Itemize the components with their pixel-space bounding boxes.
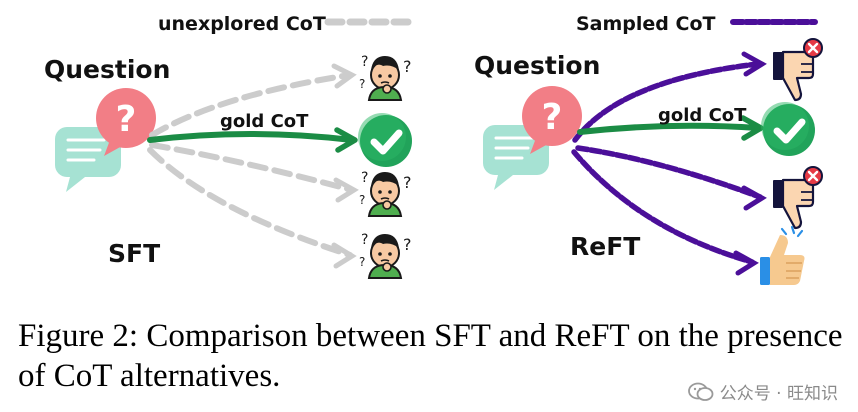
sft-method-label: SFT: [108, 239, 160, 268]
reft-thumbs-down-icon-2: [773, 167, 822, 228]
reft-question-bubble-icon: ?: [483, 86, 582, 190]
sft-thinking-person-icon-2: ? ? ?: [359, 170, 412, 216]
reft-gold-label: gold CoT: [658, 105, 747, 126]
wechat-icon: [688, 382, 714, 402]
svg-text:?: ?: [361, 232, 368, 248]
svg-text:?: ?: [403, 235, 412, 254]
sft-gold-path: [150, 134, 352, 140]
sft-gold-label: gold CoT: [220, 111, 309, 132]
comparison-figure: unexplored CoT Sampled CoT Question ? go…: [0, 0, 858, 312]
svg-text:?: ?: [403, 57, 412, 76]
legend-sampled-label: Sampled CoT: [576, 13, 716, 35]
svg-text:?: ?: [542, 97, 563, 138]
reft-thumbs-up-icon: [760, 227, 805, 285]
sft-unexplored-path-2: [152, 145, 352, 190]
reft-gold-check-icon: [761, 102, 815, 156]
sft-question-label: Question: [44, 55, 170, 84]
watermark: 公众号 · 旺知识: [688, 379, 838, 404]
sft-gold-check-icon: [358, 113, 412, 167]
svg-text:?: ?: [361, 170, 368, 186]
legend-unexplored-label: unexplored CoT: [158, 13, 326, 35]
reft-thumbs-down-icon-1: [773, 39, 822, 100]
reft-question-label: Question: [474, 51, 600, 80]
reft-sampled-path-2: [578, 148, 760, 197]
sft-thinking-person-icon-1: ? ? ?: [359, 54, 412, 100]
svg-text:?: ?: [403, 173, 412, 192]
svg-text:?: ?: [116, 99, 137, 140]
svg-text:?: ?: [361, 54, 368, 70]
watermark-text: 公众号 · 旺知识: [720, 379, 838, 404]
svg-text:?: ?: [359, 77, 365, 91]
reft-gold-path: [580, 126, 758, 132]
reft-method-label: ReFT: [570, 232, 640, 261]
sft-thinking-person-icon-3: ? ? ?: [359, 232, 412, 278]
svg-text:?: ?: [359, 193, 365, 207]
sft-question-bubble-icon: ?: [55, 88, 156, 192]
svg-text:?: ?: [359, 255, 365, 269]
